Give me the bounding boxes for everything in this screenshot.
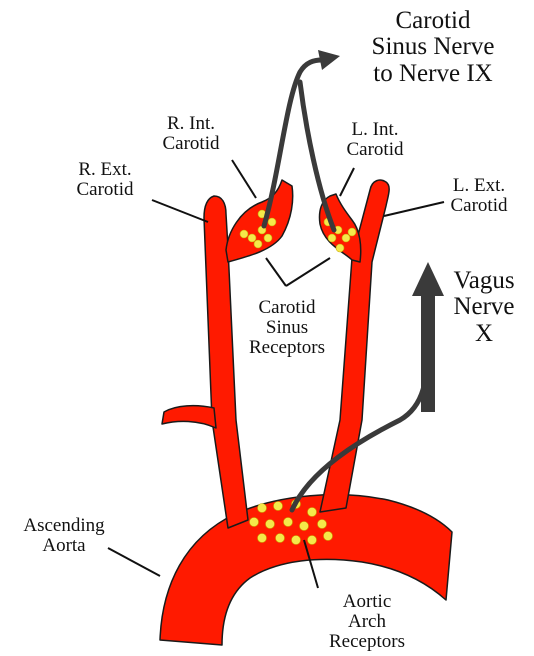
right-side-branch: [162, 406, 216, 428]
receptor-dot: [292, 536, 301, 545]
leader-sinus-left: [286, 258, 330, 286]
receptor-dot: [318, 520, 327, 529]
carotid-sinus-nerve-arrowhead: [318, 50, 340, 70]
label-vagus-nerve: Vagus Nerve X: [438, 268, 530, 347]
label-r-ext-carotid: R. Ext. Carotid: [50, 160, 160, 200]
label-carotid-sinus-receptors: Carotid Sinus Receptors: [222, 298, 352, 358]
receptor-dot: [328, 234, 336, 242]
receptor-dot: [266, 520, 275, 529]
leader-sinus-right: [266, 258, 286, 286]
label-ascending-aorta: Ascending Aorta: [4, 516, 124, 556]
receptor-dot: [268, 218, 276, 226]
vagus-nerve-shaft: [421, 292, 435, 412]
receptor-dot: [240, 230, 248, 238]
receptor-dot: [258, 534, 267, 543]
label-carotid-sinus-nerve: Carotid Sinus Nerve to Nerve IX: [340, 8, 526, 87]
receptor-dot: [274, 502, 283, 511]
right-internal-carotid: [226, 180, 293, 262]
receptor-dot: [248, 234, 256, 242]
receptor-dot: [254, 240, 262, 248]
receptor-dot: [336, 244, 344, 252]
label-l-ext-carotid: L. Ext. Carotid: [426, 176, 532, 216]
leader-r-int-carotid: [232, 160, 256, 198]
receptor-dot: [342, 234, 350, 242]
receptor-dot: [300, 522, 309, 531]
receptor-dot: [276, 534, 285, 543]
receptor-dot: [258, 504, 267, 513]
receptor-dot: [250, 518, 259, 527]
receptor-dot: [308, 508, 317, 517]
receptor-dot: [308, 536, 317, 545]
receptor-dot: [284, 518, 293, 527]
leader-l-int-carotid: [340, 168, 354, 196]
label-l-int-carotid: L. Int. Carotid: [320, 120, 430, 160]
receptor-dot: [264, 234, 272, 242]
receptor-dot: [324, 532, 333, 541]
label-r-int-carotid: R. Int. Carotid: [136, 114, 246, 154]
leader-r-ext-carotid: [152, 200, 208, 222]
receptor-dot: [348, 228, 356, 236]
label-aortic-arch-receptors: Aortic Arch Receptors: [302, 592, 432, 652]
